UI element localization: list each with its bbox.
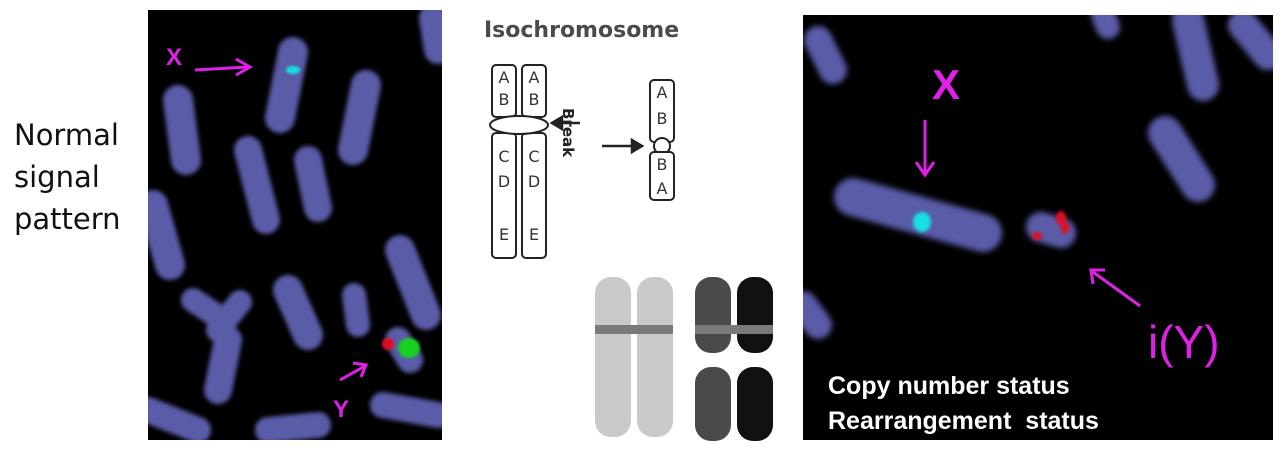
centromere bbox=[489, 115, 549, 135]
left-x-label: X bbox=[166, 44, 183, 71]
chromosome bbox=[370, 392, 442, 428]
chromosome bbox=[1091, 15, 1120, 39]
band-label: A bbox=[529, 68, 540, 87]
chromosome bbox=[148, 190, 185, 280]
chromosome bbox=[234, 136, 280, 234]
right-iy-arrow bbox=[1089, 268, 1141, 308]
rearrangement-status: Rearrangement status bbox=[828, 407, 1099, 435]
chromosome bbox=[1172, 15, 1219, 101]
left-y-arrow bbox=[339, 361, 369, 382]
chromosome bbox=[385, 235, 441, 330]
chromosome bbox=[804, 26, 847, 84]
chromosome bbox=[419, 10, 442, 64]
chromosome-schematic bbox=[595, 277, 773, 441]
left-x-arrow bbox=[194, 57, 254, 77]
iso-band-label: A bbox=[657, 179, 668, 198]
chromosome bbox=[338, 70, 381, 165]
chromosome bbox=[273, 275, 323, 350]
iso-band-label: A bbox=[657, 83, 668, 102]
chromosome bbox=[1228, 15, 1273, 70]
chromosome bbox=[255, 412, 331, 440]
iso-lower-arm bbox=[649, 151, 675, 201]
red-signal-iy bbox=[1032, 232, 1042, 240]
iso-chromatid-lower-right bbox=[737, 367, 773, 441]
band-label: C bbox=[498, 147, 509, 166]
chromosome bbox=[206, 290, 252, 342]
iso-centromere-dot bbox=[731, 334, 737, 340]
chromosome-x bbox=[265, 37, 308, 133]
break-arrowhead-right bbox=[630, 137, 645, 155]
break-label: Break bbox=[559, 108, 577, 158]
normal-chromatid-left bbox=[595, 277, 631, 437]
copy-number-status: Copy number status bbox=[828, 372, 1070, 400]
chromosome bbox=[204, 326, 242, 404]
band-label: B bbox=[529, 90, 540, 109]
isochromosome-diagram: A B A B C D E C D E A B B A bbox=[489, 64, 675, 259]
right-x-arrow bbox=[914, 120, 936, 178]
right-fish-image bbox=[803, 15, 1273, 440]
iso-chromatid-lower-left bbox=[695, 367, 731, 441]
chromosome bbox=[294, 146, 332, 222]
green-signal-y bbox=[398, 338, 420, 358]
iso-chromatid-upper-left bbox=[695, 277, 731, 353]
chromosome bbox=[163, 85, 201, 175]
band-label: D bbox=[498, 172, 510, 191]
normal-chromatid-right bbox=[637, 277, 673, 437]
cyan-signal-x bbox=[913, 212, 931, 232]
band-label: E bbox=[529, 225, 539, 244]
iso-chromatid-upper-right bbox=[737, 277, 773, 353]
iso-band-label: B bbox=[657, 109, 668, 128]
isochromosome-y bbox=[1026, 212, 1076, 248]
normal-centromere-band bbox=[595, 325, 673, 334]
iso-band-label: B bbox=[657, 155, 668, 174]
red-signal-iy bbox=[1056, 211, 1066, 225]
left-y-label: Y bbox=[333, 396, 350, 423]
right-metaphase-chromosomes bbox=[803, 15, 1273, 339]
cyan-signal-x bbox=[286, 66, 300, 74]
red-signal-iy bbox=[1061, 222, 1069, 234]
left-fish-image bbox=[148, 10, 442, 440]
right-x-label: X bbox=[932, 61, 961, 108]
isochromosome-title: Isochromosome bbox=[484, 18, 680, 43]
band-label: C bbox=[528, 147, 539, 166]
chromosome bbox=[803, 291, 832, 339]
iy-label: i(Y) bbox=[1148, 316, 1220, 368]
chromosome bbox=[148, 397, 211, 440]
caption-line: pattern bbox=[14, 202, 121, 237]
normal-signal-pattern-caption: Normal signal pattern bbox=[14, 114, 144, 240]
band-label: A bbox=[499, 68, 510, 87]
caption-line: Normal bbox=[14, 118, 119, 152]
chromosome bbox=[1148, 116, 1215, 202]
left-metaphase-chromosomes bbox=[148, 10, 442, 440]
band-label: E bbox=[499, 225, 509, 244]
chromosome bbox=[342, 283, 370, 337]
caption-line: signal bbox=[14, 160, 100, 195]
band-label: B bbox=[499, 90, 510, 109]
band-label: D bbox=[528, 172, 540, 191]
break-arrowhead-left bbox=[549, 114, 564, 132]
iso-centromere-band bbox=[695, 325, 773, 334]
red-signal-y bbox=[382, 338, 394, 350]
